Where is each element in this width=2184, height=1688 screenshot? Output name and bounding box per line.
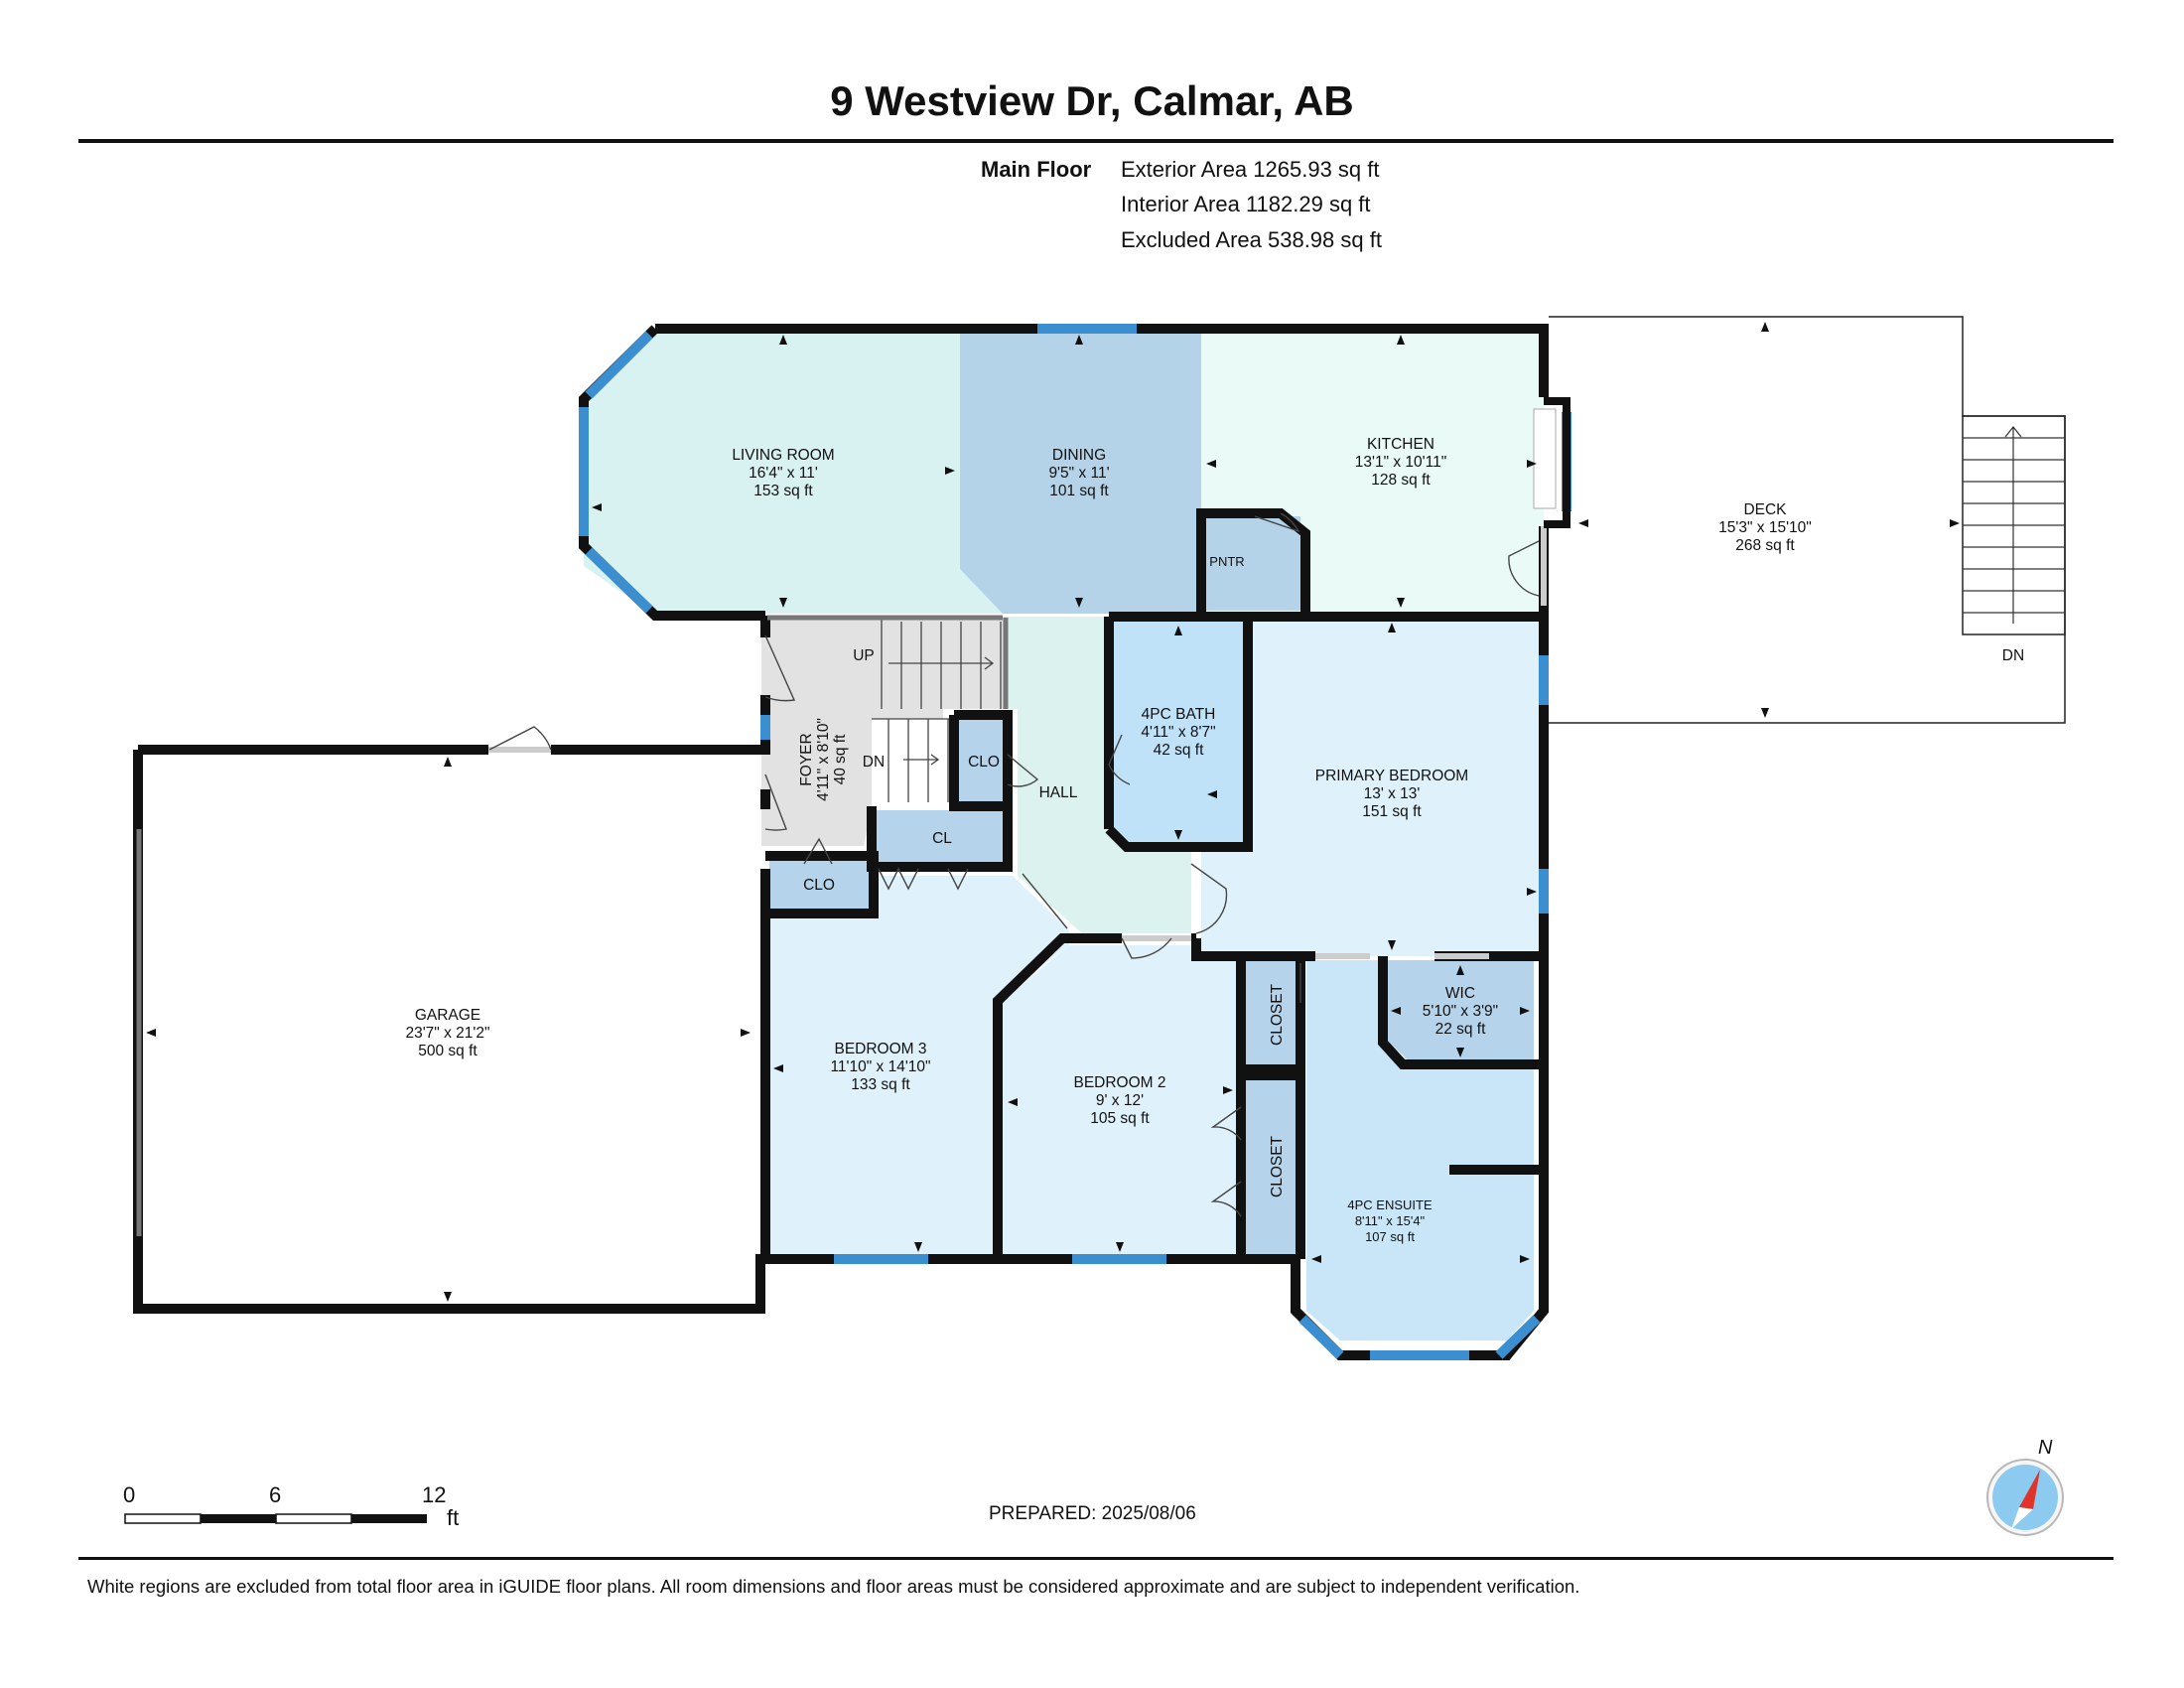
dining-area-label: 101 sq ft	[1049, 483, 1109, 499]
ensuite-area-label: 107 sq ft	[1365, 1229, 1415, 1244]
closet-lower-label-group: CLOSET	[1269, 1135, 1286, 1197]
scale-tick-0: 0	[123, 1482, 136, 1507]
cl-area	[877, 810, 1007, 865]
primary-bedroom-dims: 13' x 13'	[1364, 785, 1421, 802]
clo-top-label: CLO	[968, 754, 1000, 771]
garage-name: GARAGE	[415, 1007, 480, 1024]
excluded-area: Excluded Area 538.98 sq ft	[1121, 227, 1382, 252]
deck-stairs-down-label: DN	[2002, 647, 2024, 664]
disclaimer-footnote: White regions are excluded from total fl…	[87, 1576, 1580, 1597]
hall-area	[1008, 617, 1191, 933]
kitchen-dims: 13'1" x 10'11"	[1355, 454, 1446, 471]
closet-upper-label: CLOSET	[1269, 983, 1286, 1046]
wic-area-label: 22 sq ft	[1435, 1021, 1487, 1038]
ensuite-name: 4PC ENSUITE	[1347, 1197, 1433, 1212]
title-divider	[78, 139, 2114, 143]
scale-bar	[124, 1513, 427, 1524]
footer-divider	[78, 1557, 2114, 1560]
prepared-date: PREPARED: 2025/08/06	[989, 1503, 1196, 1524]
garage-dims: 23'7" x 21'2"	[405, 1025, 489, 1042]
bedroom-2-area-label: 105 sq ft	[1090, 1110, 1150, 1127]
living-room-area-label: 153 sq ft	[753, 483, 813, 499]
dining-name: DINING	[1052, 447, 1106, 464]
ensuite-area	[1306, 960, 1534, 1340]
dimension-arrows	[146, 322, 1960, 1302]
stairs-down-label: DN	[863, 754, 885, 771]
pantry-label: PNTR	[1209, 554, 1244, 569]
living-room-name: LIVING ROOM	[732, 447, 834, 464]
foyer-area	[761, 617, 1008, 846]
door-gaps	[488, 526, 1547, 959]
primary-bedroom-name: PRIMARY BEDROOM	[1315, 768, 1468, 784]
bedroom-2-name: BEDROOM 2	[1073, 1074, 1165, 1091]
clo-bottom-label: CLO	[803, 877, 835, 894]
bedroom-3-area-label: 133 sq ft	[851, 1076, 910, 1093]
bath-area	[1112, 621, 1246, 845]
door-swings	[488, 512, 1540, 1217]
dining-area	[960, 329, 1201, 614]
clo-bottom-area	[769, 858, 869, 913]
deck-area-label: 268 sq ft	[1735, 537, 1795, 554]
foyer-label: FOYER 4'11" x 8'10" 40 sq ft	[798, 718, 849, 801]
kitchen-area-label: 128 sq ft	[1371, 472, 1431, 489]
ensuite-dims: 8'11" x 15'4"	[1355, 1213, 1426, 1228]
partitions	[136, 615, 1009, 1236]
kitchen-name: KITCHEN	[1367, 436, 1434, 453]
deck-name: DECK	[1743, 501, 1787, 518]
bath-area-label: 42 sq ft	[1154, 742, 1205, 759]
cl-label: CL	[932, 830, 952, 847]
floor-name: Main Floor	[981, 157, 1092, 182]
compass-icon	[1986, 1459, 2064, 1536]
closet-upper-label-group: CLOSET	[1269, 983, 1286, 1046]
deck	[1549, 316, 2066, 724]
bedroom-3-dims: 11'10" x 14'10"	[830, 1058, 930, 1075]
page-title: 9 Westview Dr, Calmar, AB	[830, 77, 1354, 124]
wic-name: WIC	[1445, 985, 1475, 1002]
garage-area-label: 500 sq ft	[418, 1043, 478, 1059]
bedroom-3-name: BEDROOM 3	[834, 1041, 926, 1057]
closet-upper-area	[1244, 960, 1298, 1069]
scale-unit: ft	[447, 1505, 460, 1530]
stairs-up-label: UP	[853, 647, 875, 664]
foyer-name: FOYER	[798, 733, 815, 785]
bedroom-2-dims: 9' x 12'	[1096, 1092, 1144, 1109]
scale-tick-6: 6	[269, 1482, 282, 1507]
bath-dims: 4'11" x 8'7"	[1141, 724, 1215, 741]
wic-dims: 5'10" x 3'9"	[1423, 1003, 1498, 1020]
interior-area: Interior Area 1182.29 sq ft	[1121, 192, 1371, 216]
kitchen-window-inset	[1533, 408, 1557, 509]
scale-tick-12: 12	[422, 1482, 447, 1507]
deck-dims: 15'3" x 15'10"	[1718, 519, 1812, 536]
living-room-area	[584, 329, 1003, 616]
north-label: N	[2038, 1437, 2053, 1459]
hall-label: HALL	[1039, 784, 1078, 801]
dining-dims: 9'5" x 11'	[1048, 465, 1109, 482]
living-room-dims: 16'4" x 11'	[749, 465, 818, 482]
pantry-area	[1206, 516, 1300, 611]
stairs	[872, 617, 1002, 802]
foyer-dims: 4'11" x 8'10"	[815, 718, 832, 801]
bath-name: 4PC BATH	[1142, 706, 1216, 723]
closet-lower-label: CLOSET	[1269, 1135, 1286, 1197]
room-labels: LIVING ROOM 16'4" x 11' 153 sq ft DINING…	[405, 436, 2024, 1244]
primary-bedroom-area	[1201, 621, 1539, 956]
foyer-area-label: 40 sq ft	[832, 734, 849, 785]
wic-area	[1387, 960, 1534, 1060]
exterior-area: Exterior Area 1265.93 sq ft	[1121, 157, 1380, 182]
clo-top-area	[957, 718, 1006, 802]
kitchen-window-bay	[1544, 397, 1570, 528]
closet-lower-area	[1244, 1078, 1298, 1254]
primary-bedroom-area-label: 151 sq ft	[1362, 803, 1422, 820]
bedroom-2-area	[1003, 945, 1236, 1254]
